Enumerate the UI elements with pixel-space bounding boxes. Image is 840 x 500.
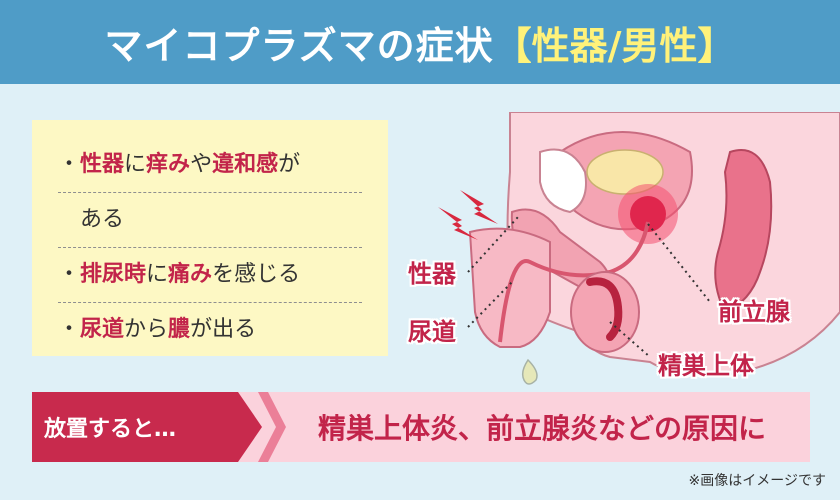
symptom-item-2: ・排尿時に痛みを感じる xyxy=(58,248,362,303)
testis-shape xyxy=(570,271,640,353)
rectum-shape xyxy=(714,149,773,314)
symptom-text: に xyxy=(124,152,147,177)
symptom-list: ・性器に痒みや違和感が ある ・排尿時に痛みを感じる ・尿道から膿が出る xyxy=(32,120,388,356)
banner-lead: 放置すると… xyxy=(32,392,262,462)
symptom-text: から xyxy=(124,317,169,342)
symptom-term: 痒み xyxy=(146,152,191,177)
leader-line xyxy=(467,216,519,273)
symptom-term: 痛み xyxy=(168,262,213,287)
symptom-term: 違和感 xyxy=(212,152,279,177)
symptom-item-1-cont: ある xyxy=(58,193,362,248)
symptom-text: を感じる xyxy=(212,262,301,287)
label-epididymis: 精巣上体 xyxy=(658,352,754,380)
symptom-term: 排尿時 xyxy=(80,262,147,287)
banner-message: 精巣上体炎、前立腺炎などの原因に xyxy=(317,412,766,445)
symptom-term: 性器 xyxy=(80,152,125,177)
title-highlight: 【性器/男性】 xyxy=(493,23,736,68)
page-title: マイコプラズマの症状 xyxy=(104,23,494,68)
label-genital: 性器 xyxy=(408,260,456,288)
symptom-text: や xyxy=(190,152,213,177)
image-note: ※画像はイメージです xyxy=(688,473,826,489)
symptom-text: が出る xyxy=(190,317,257,342)
anatomy-diagram: 性器 尿道 前立腺 精巣上体 xyxy=(400,111,840,392)
discharge-drop-icon xyxy=(521,358,538,385)
bullet: ・ xyxy=(58,317,81,342)
symptom-term: 膿 xyxy=(168,317,191,342)
leader-line xyxy=(647,223,711,303)
bullet: ・ xyxy=(58,262,81,287)
anatomy-illustration xyxy=(438,111,840,385)
pubic-bone xyxy=(539,148,587,214)
symptom-item-1: ・性器に痒みや違和感が xyxy=(58,138,362,193)
symptom-term: 尿道 xyxy=(80,317,125,342)
prostate-shape xyxy=(630,196,666,232)
symptom-text: に xyxy=(146,262,169,287)
lightning-icon xyxy=(460,190,498,224)
epididymis-shape xyxy=(586,277,623,341)
header-bar: マイコプラズマの症状 【性器/男性】 xyxy=(0,0,840,84)
symptom-item-3: ・尿道から膿が出る xyxy=(58,303,362,357)
label-urethra: 尿道 xyxy=(408,318,456,346)
bladder-inner xyxy=(586,149,664,195)
lightning-icon xyxy=(438,207,478,240)
label-prostate: 前立腺 xyxy=(718,298,790,326)
leader-line xyxy=(467,281,513,328)
symptom-text: が xyxy=(278,152,301,177)
urethra-line xyxy=(498,221,650,343)
bullet: ・ xyxy=(58,152,81,177)
warning-banner: 放置すると… 精巣上体炎、前立腺炎などの原因に xyxy=(32,392,810,462)
